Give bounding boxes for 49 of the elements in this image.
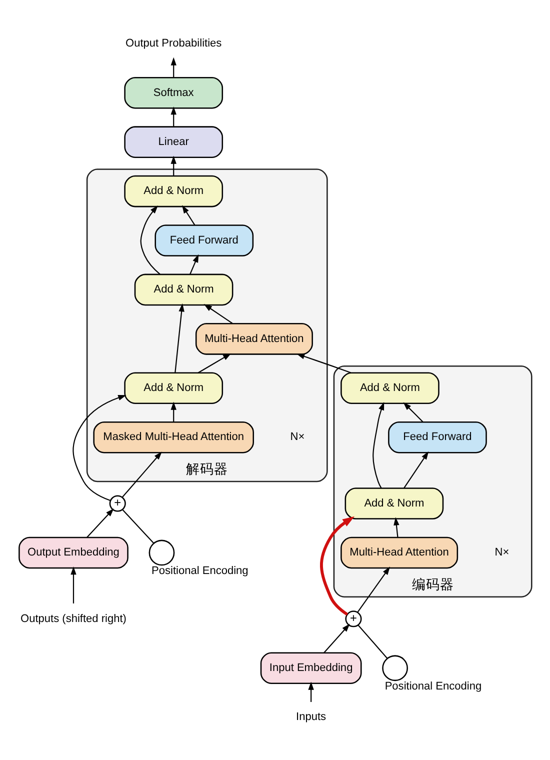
node-box: Input Embedding xyxy=(260,652,362,684)
node-box: Add & Norm xyxy=(344,487,444,519)
node-box: Masked Multi-Head Attention xyxy=(93,420,254,453)
arrow xyxy=(394,516,400,537)
arrow xyxy=(190,254,199,274)
node-box: Linear xyxy=(124,126,224,158)
arrow xyxy=(320,516,354,616)
arrow xyxy=(372,401,384,488)
node-box: Add & Norm xyxy=(134,273,234,306)
node-label: Positional Encoding xyxy=(384,680,482,692)
node-text: Output Probabilities xyxy=(126,37,222,50)
arrow xyxy=(170,155,176,176)
node-box: Multi-Head Attention xyxy=(340,536,458,568)
node-box: Softmax xyxy=(124,76,224,108)
node-label: N× xyxy=(494,546,510,558)
node-text: Outputs (shifted right) xyxy=(20,612,126,624)
node-circle xyxy=(382,654,408,681)
arrow xyxy=(170,56,176,77)
node-label: Positional Encoding xyxy=(152,564,248,576)
node-box: Add & Norm xyxy=(340,372,440,404)
arrow xyxy=(174,302,184,372)
node-box: Feed Forward xyxy=(388,420,487,453)
arrow xyxy=(296,353,352,373)
node-box: Feed Forward xyxy=(154,224,254,256)
node-circle xyxy=(148,539,175,566)
arrow xyxy=(357,566,390,612)
arrow xyxy=(70,566,76,603)
node-box: Add & Norm xyxy=(124,174,224,207)
arrow xyxy=(86,508,114,538)
arrow xyxy=(72,394,126,501)
node-circle: + xyxy=(345,610,362,627)
connector xyxy=(122,508,154,544)
node-text: Inputs xyxy=(296,710,326,723)
arrow xyxy=(204,304,234,324)
arrow xyxy=(122,451,162,498)
node-box: Output Embedding xyxy=(18,536,128,568)
arrow xyxy=(324,623,350,653)
arrow xyxy=(308,681,314,702)
arrow xyxy=(403,402,424,422)
arrow xyxy=(182,204,196,225)
node-label: N× xyxy=(290,430,305,443)
node-box: Multi-Head Attention xyxy=(195,322,313,354)
connector xyxy=(358,624,388,658)
arrow xyxy=(140,204,160,274)
arrow xyxy=(170,401,176,422)
arrow xyxy=(404,450,429,488)
node-box: Add & Norm xyxy=(124,372,224,404)
node-circle: + xyxy=(109,494,126,512)
arrow xyxy=(170,106,176,126)
